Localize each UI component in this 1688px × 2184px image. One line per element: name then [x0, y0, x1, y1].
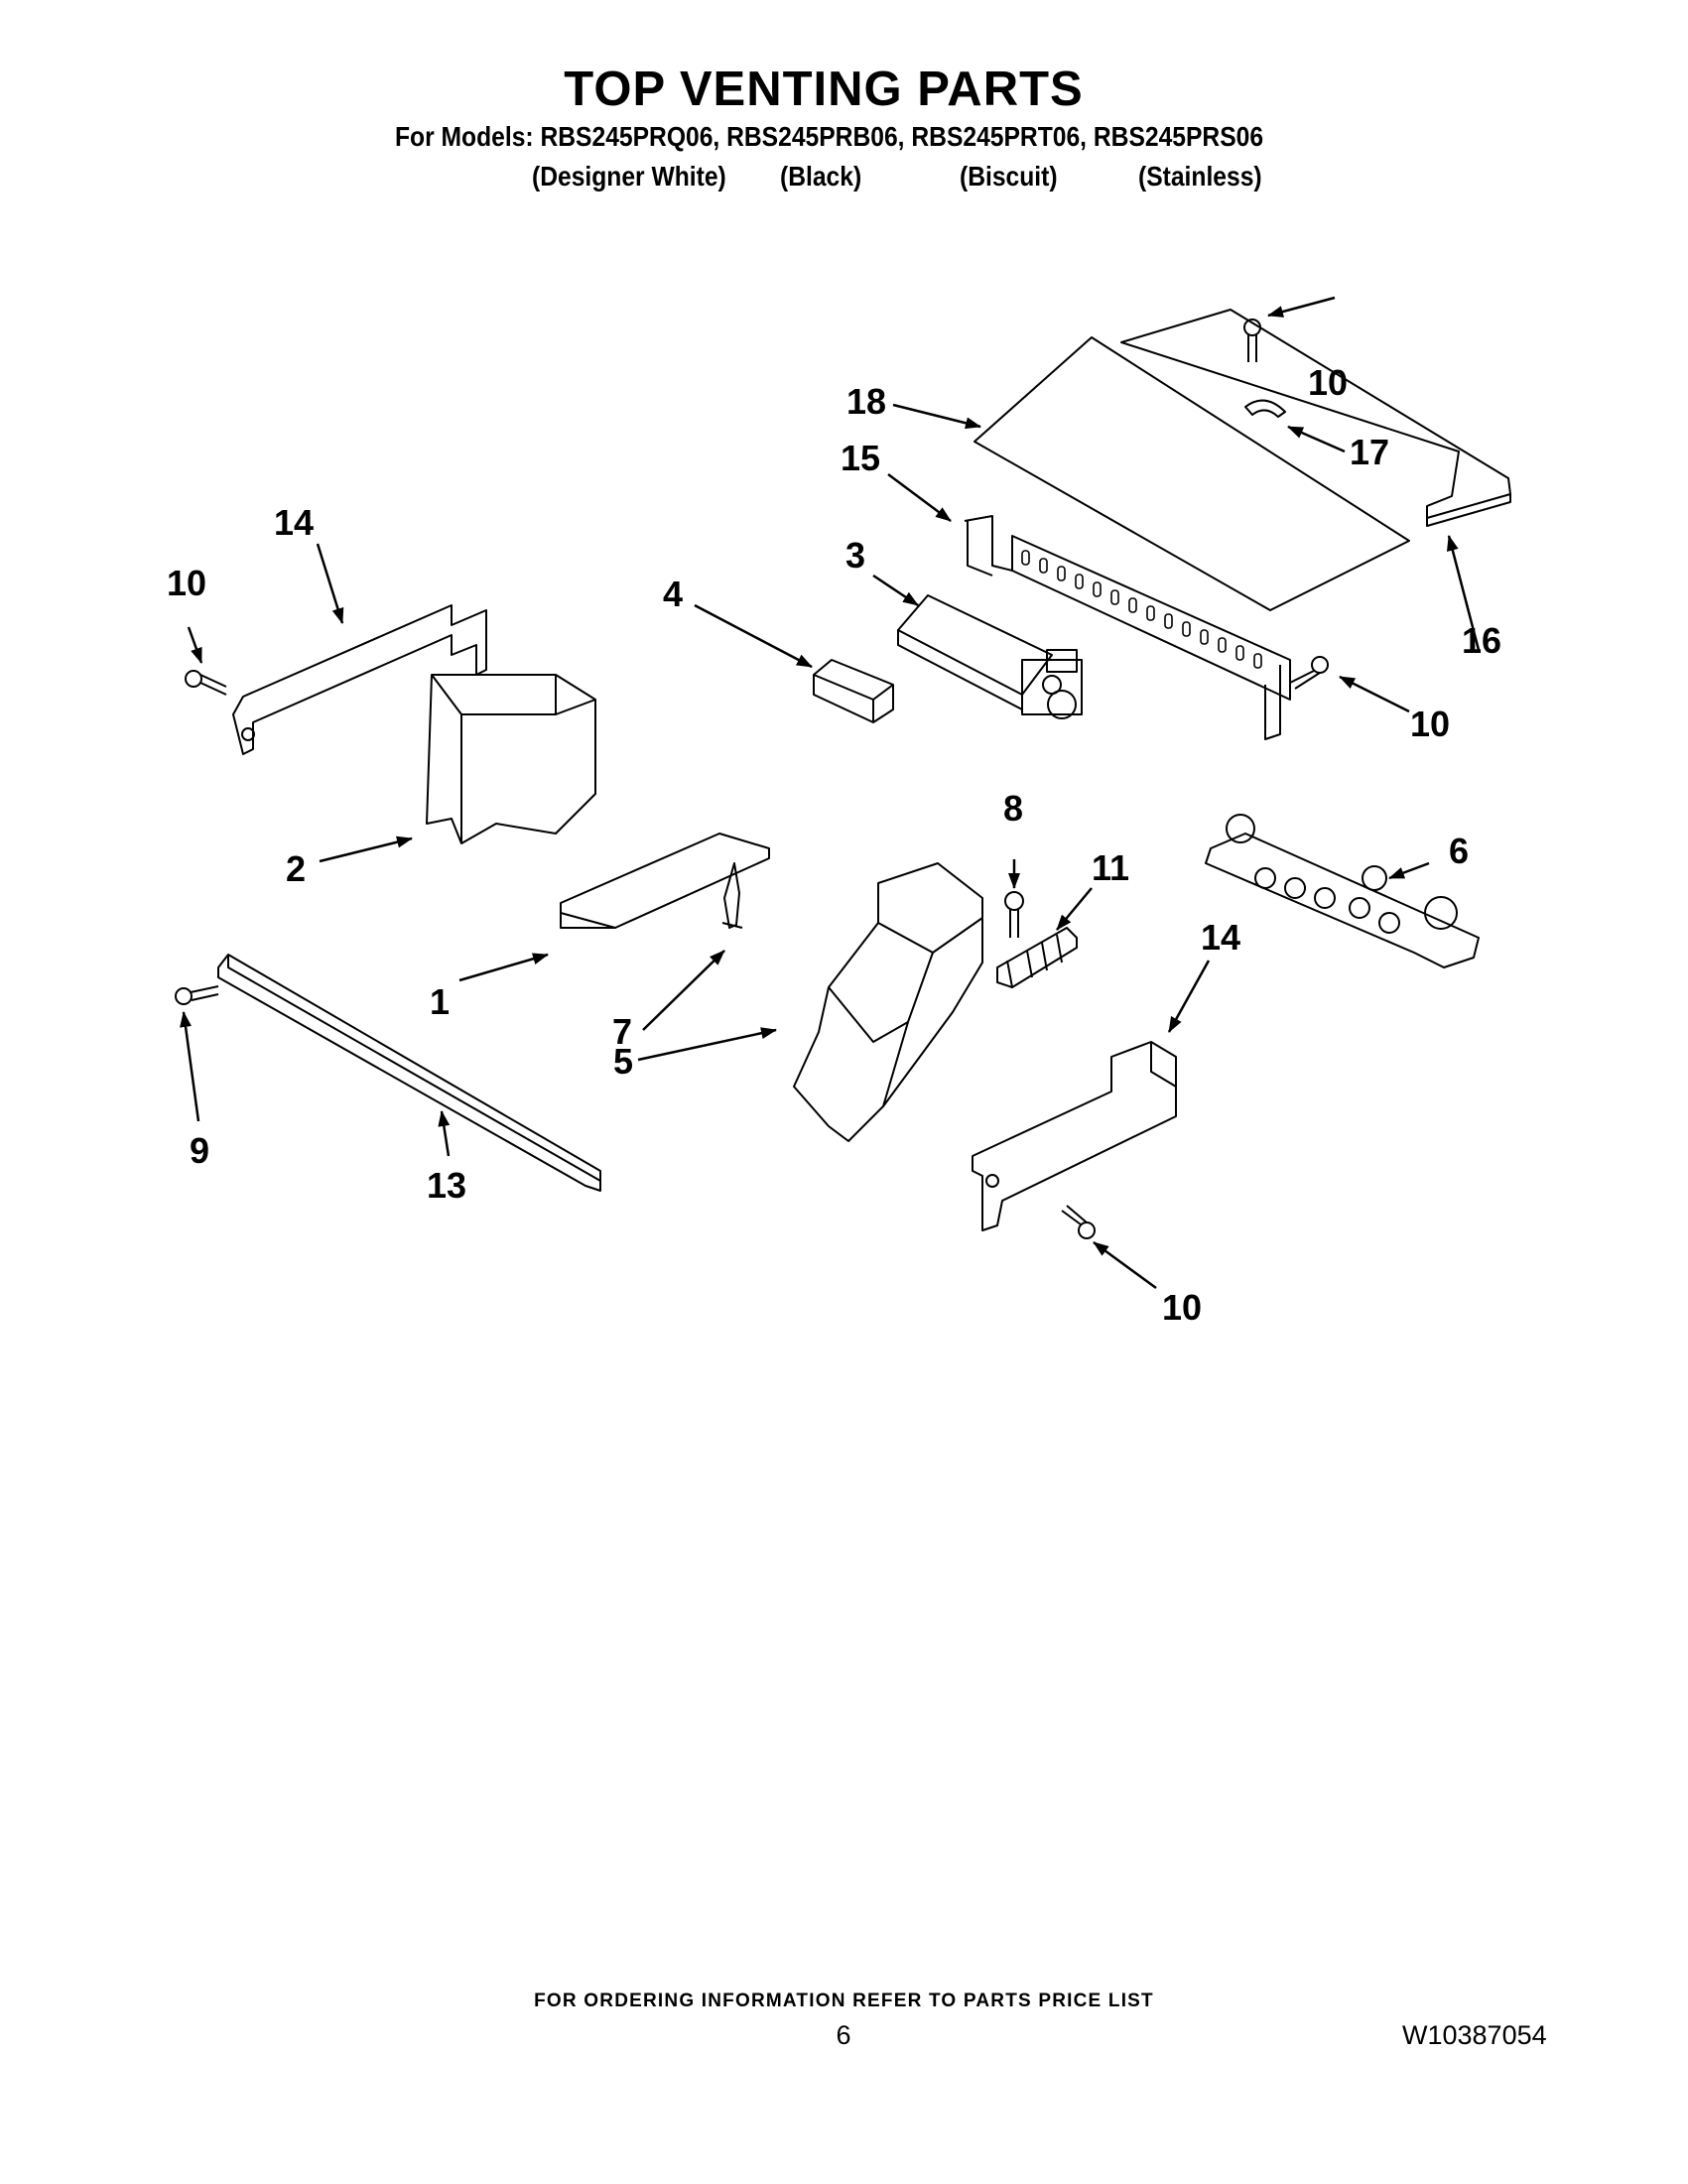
callout-10-bottom: 10 [1161, 1287, 1203, 1328]
color-biscuit: (Biscuit) [960, 161, 1058, 192]
leader-9 [180, 1011, 200, 1122]
callout-6: 6 [1448, 831, 1470, 871]
color-black: (Black) [780, 161, 862, 192]
leader-11 [1056, 887, 1093, 931]
leader-13 [438, 1110, 451, 1157]
part-10-screw-right [1289, 656, 1329, 690]
callout-7: 7 [611, 1011, 633, 1052]
callout-16: 16 [1461, 620, 1502, 661]
callout-10-left: 10 [166, 563, 207, 603]
page-number: 6 [836, 2020, 851, 2050]
part-3-fan-motor [897, 594, 1083, 719]
part-16-top-panel [1120, 309, 1511, 527]
leader-10-top [1267, 296, 1336, 318]
callout-10-top: 10 [1307, 362, 1349, 403]
callout-15: 15 [840, 438, 881, 478]
leader-2 [319, 835, 413, 863]
callout-5: 5 [612, 1041, 634, 1082]
part-5-duct [793, 862, 983, 1142]
part-17-clamp [1244, 399, 1286, 418]
part-2-duct-cover [426, 674, 596, 844]
callout-13: 13 [426, 1165, 467, 1206]
part-7-screw [721, 862, 743, 929]
part-18-shield [974, 336, 1410, 611]
callout-1: 1 [429, 981, 451, 1022]
leader-14-right [1167, 960, 1211, 1033]
leader-4 [694, 603, 813, 669]
leader-18 [892, 403, 981, 430]
part-13-rail [217, 954, 601, 1192]
callout-18: 18 [845, 381, 887, 422]
part-4-foam-block [813, 659, 894, 723]
part-14-right-bracket [972, 1041, 1177, 1231]
document-number: W10387054 [1402, 2020, 1547, 2050]
color-stainless: (Stainless) [1138, 161, 1262, 192]
color-designer-white: (Designer White) [532, 161, 726, 192]
part-10-screw-bottom [1061, 1205, 1096, 1239]
part-14-left-bracket [232, 604, 487, 755]
callout-8: 8 [1002, 788, 1024, 829]
leader-10-left [187, 626, 203, 664]
part-10-screw-left [185, 670, 227, 696]
leader-7 [642, 950, 725, 1031]
part-1-air-channel [560, 833, 770, 929]
part-8-screw [1004, 891, 1024, 938]
ordering-note: FOR ORDERING INFORMATION REFER TO PARTS … [534, 1991, 1154, 2011]
leader-3 [872, 574, 919, 607]
part-9-screw [175, 985, 219, 1005]
callout-4: 4 [662, 574, 684, 614]
models-line: For Models: RBS245PRQ06, RBS245PRB06, RB… [395, 121, 1264, 152]
leader-10-bottom [1093, 1240, 1157, 1290]
leader-16 [1446, 535, 1481, 651]
callout-11: 11 [1091, 847, 1130, 888]
callout-14-right: 14 [1200, 917, 1241, 958]
callout-3: 3 [844, 535, 866, 576]
callout-17: 17 [1349, 432, 1390, 472]
callout-2: 2 [285, 848, 307, 889]
callout-9: 9 [189, 1130, 210, 1171]
leader-1 [458, 953, 549, 982]
part-10-screw-top [1243, 319, 1261, 362]
leader-6 [1388, 861, 1430, 880]
part-6-control-assembly [1205, 814, 1480, 968]
part-15-vent-bracket [964, 515, 1291, 740]
leader-5 [637, 1027, 777, 1062]
page-title: TOP VENTING PARTS [564, 63, 1084, 116]
leader-17 [1287, 425, 1346, 453]
leader-10-right [1339, 675, 1410, 713]
leader-14-left [316, 543, 344, 624]
callout-10-right: 10 [1409, 704, 1451, 744]
callout-14-left: 14 [273, 502, 315, 543]
leader-15 [887, 472, 952, 523]
